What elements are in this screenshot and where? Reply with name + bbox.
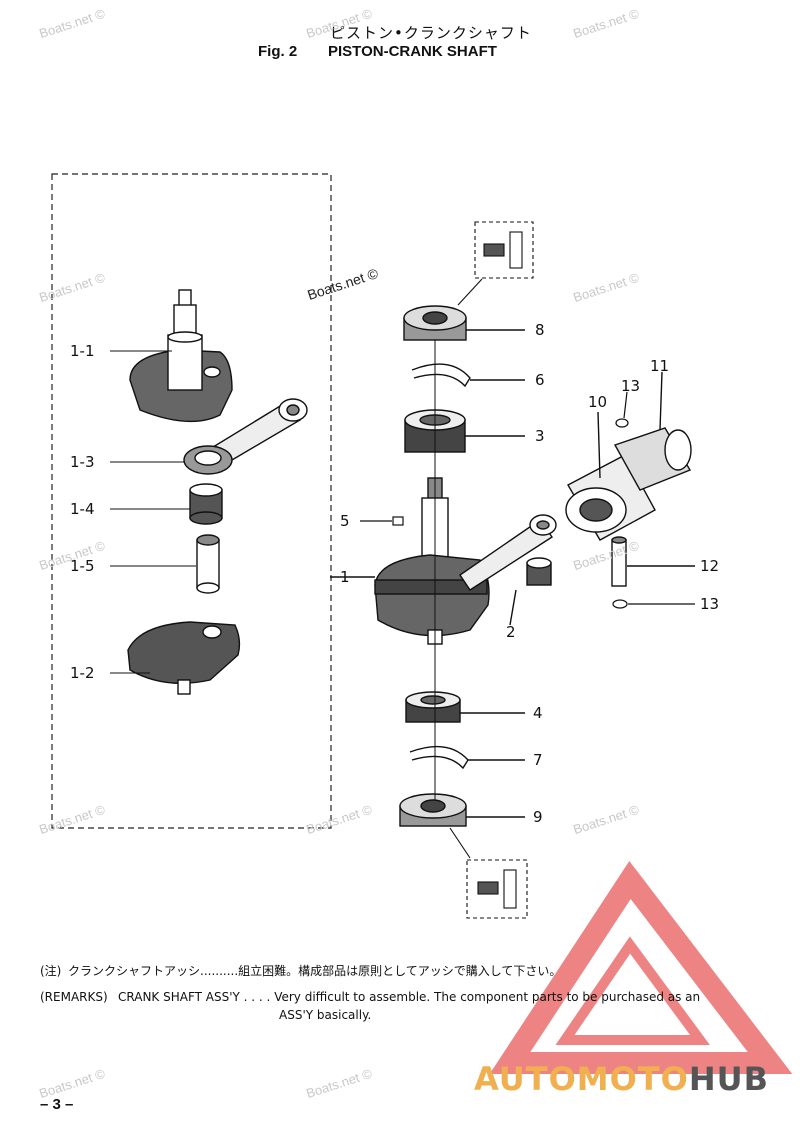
note-en-prefix: (REMARKS) [40,990,108,1004]
part-5-woodruff-key [360,516,404,526]
part-1-crankshaft [330,477,557,645]
part-label-5: 5 [340,512,350,530]
part-1-1-upper-crank [129,289,233,423]
part-label-10: 10 [588,393,608,411]
note-en-text-2: ASS'Y basically. [279,1008,372,1022]
part-label-13-lower: 13 [700,595,720,613]
part-label-9: 9 [533,808,543,826]
part-1-5-crank-pin [196,534,220,594]
note-en-text-1: CRANK SHAFT ASS'Y . . . . Very difficult… [118,990,701,1004]
part-label-3: 3 [535,427,545,445]
title-japanese: ピストン•クランクシャフト [330,24,532,42]
crankshaft-assy-box [51,173,332,829]
part-3-ball-bearing [404,409,525,453]
part-1-4-needle-bearing [189,483,223,525]
brand-wordmark: AUTOMOTOHUB [474,1060,769,1098]
part-label-1-4: 1-4 [70,500,95,518]
leader-lines-left [110,350,196,674]
part-label-1-3: 1-3 [70,453,95,471]
note-jp-prefix: (注) [40,964,62,978]
seal-detail-bottom [449,827,528,919]
part-label-2: 2 [506,623,516,641]
part-13-clip-upper [615,391,629,428]
part-4-ball-bearing [405,691,525,723]
part-2-needle-bearing [509,557,552,626]
brand-hub: HUB [688,1060,770,1098]
brand-logo-icon [489,860,793,1074]
part-label-1: 1 [340,568,350,586]
part-label-1-5: 1-5 [70,557,95,575]
part-1-2-lower-crank [127,621,241,695]
part-label-12: 12 [700,557,720,575]
part-label-7: 7 [533,751,543,769]
part-label-11: 11 [650,357,670,375]
part-label-4: 4 [533,704,543,722]
part-12-piston-pin [611,536,695,587]
part-13-clip-lower [612,599,695,609]
note-jp-text: クランクシャフトアッシ..........組立困難。構成部品は原則としてアッシで… [68,964,562,978]
brand-moto: MOTO [576,1060,689,1098]
part-10-piston [565,411,656,541]
part-label-1-2: 1-2 [70,664,95,682]
part-label-6: 6 [535,371,545,389]
part-1-3-connecting-rod [183,398,308,475]
part-label-13: 13 [621,377,641,395]
page-number: – 3 – [40,1096,74,1113]
part-8-oil-seal [403,305,525,341]
part-9-oil-seal [399,793,525,827]
part-label-1-1: 1-1 [70,342,95,360]
seal-detail-top [457,221,534,306]
figure-title: PISTON-CRANK SHAFT [328,43,497,60]
brand-auto: AUTO [474,1060,577,1098]
part-6-circlip [411,363,525,388]
part-label-8: 8 [535,321,545,339]
part-11-cylinder [613,371,692,491]
figure-number: Fig. 2 [258,43,298,60]
part-7-circlip [409,745,525,770]
